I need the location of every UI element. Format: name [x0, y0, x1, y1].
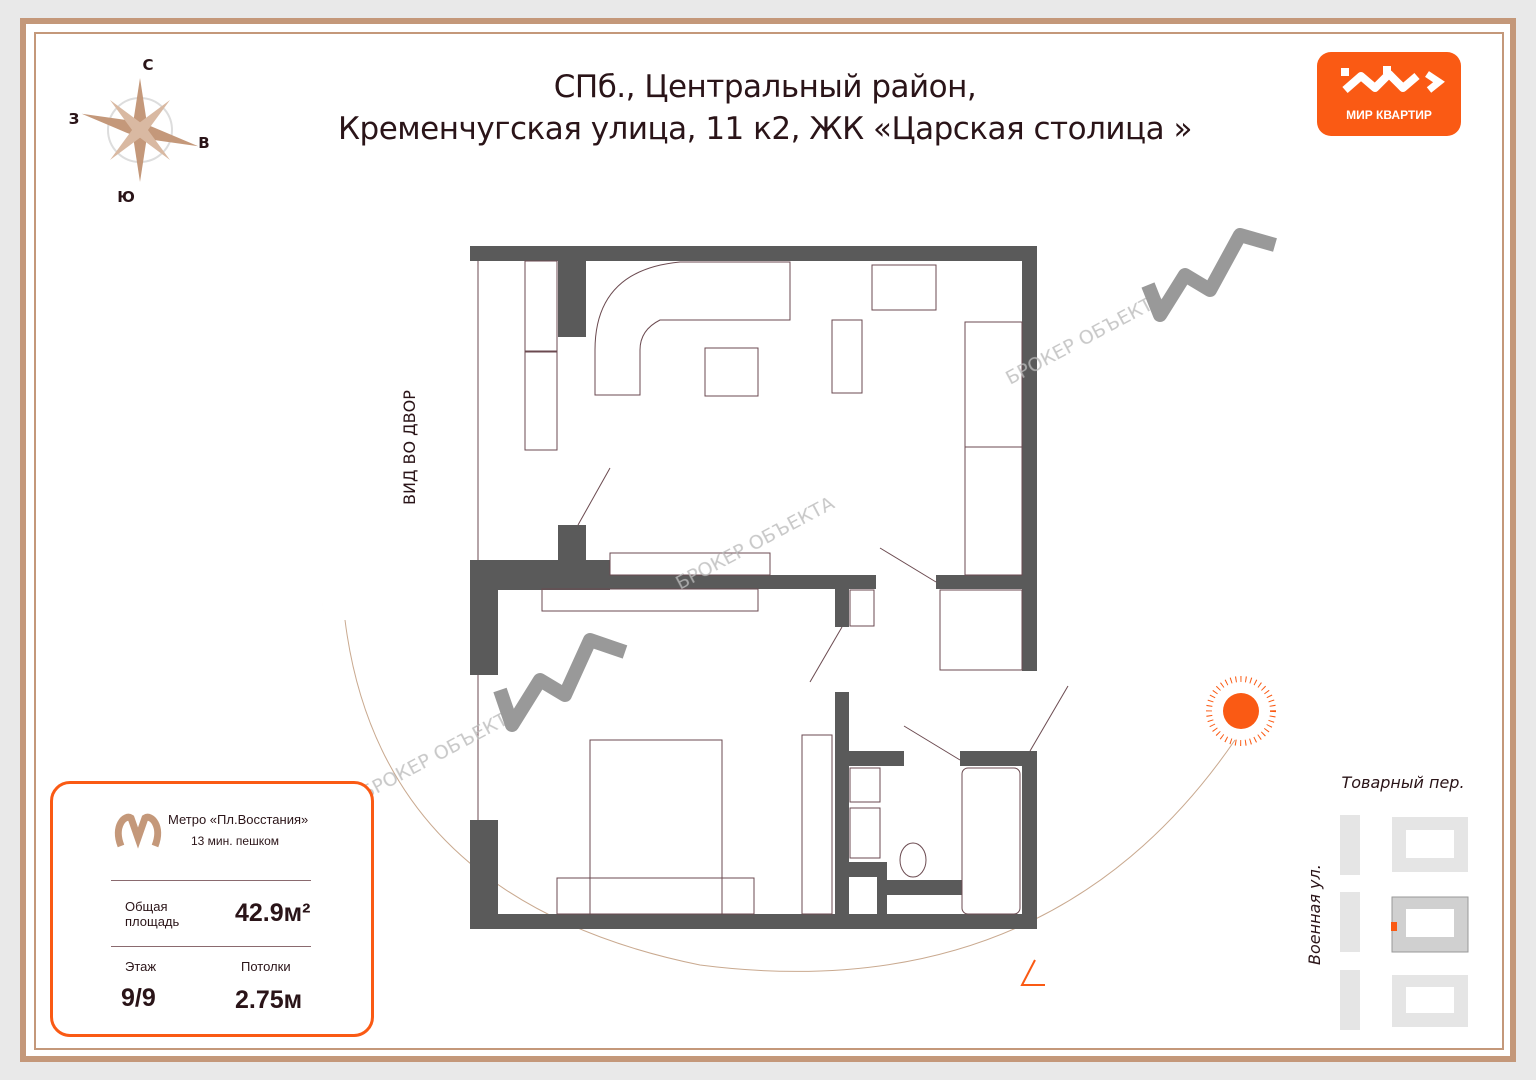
- furniture: [477, 260, 1069, 915]
- compass-north: С: [142, 56, 153, 74]
- logo-mark-icon: [1341, 66, 1445, 94]
- location-map: Товарный пер. Военная ул.: [1305, 773, 1469, 1030]
- divider: [111, 880, 311, 881]
- metro-walk-time: 13 мин. пешком: [191, 834, 280, 848]
- divider: [111, 946, 311, 947]
- metro-icon: [114, 813, 162, 849]
- building-marker: [1391, 922, 1397, 931]
- street-top-label: Товарный пер.: [1341, 773, 1464, 792]
- ceiling-label: Потолки: [241, 959, 291, 974]
- view-label: ВИД ВО ДВОР: [400, 390, 419, 505]
- compass-east: В: [198, 134, 209, 152]
- floor-label: Этаж: [125, 959, 157, 974]
- ceiling-value: 2.75м: [235, 986, 303, 1014]
- address-line-2: Кременчугская улица, 11 к2, ЖК «Царская …: [338, 111, 1192, 147]
- watermark: БРОКЕР ОБЪЕКТА БРОКЕР ОБЪЕКТА БРОКЕР ОБЪ…: [357, 287, 1168, 804]
- brand-logo: МИР КВАРТИР: [1317, 52, 1461, 136]
- sun-path-arc: [344, 619, 1236, 972]
- floor-value: 9/9: [121, 984, 156, 1012]
- watermark-logo-icon: [493, 633, 628, 732]
- compass-west: З: [69, 110, 80, 128]
- sun-icon: [1206, 676, 1276, 746]
- svg-text:БРОКЕР ОБЪЕКТА: БРОКЕР ОБЪЕКТА: [357, 702, 523, 804]
- page-title: СПб., Центральный район, Кременчугская у…: [330, 66, 1200, 150]
- compass-south: Ю: [117, 188, 135, 206]
- info-card: Метро «Пл.Восстания» 13 мин. пешком Обща…: [50, 781, 374, 1037]
- compass-rose-icon: С Ю З В: [69, 56, 210, 206]
- metro-name: Метро «Пл.Восстания»: [168, 812, 309, 827]
- walls: [470, 246, 1037, 929]
- moon-icon: [322, 571, 356, 635]
- watermark-logo-icon: [1141, 228, 1277, 322]
- street-side-label: Военная ул.: [1305, 864, 1324, 965]
- area-value: 42.9м²: [235, 899, 311, 927]
- address-line-1: СПб., Центральный район,: [553, 69, 977, 105]
- arrow-icon: [1020, 959, 1045, 986]
- logo-text: МИР КВАРТИР: [1346, 108, 1432, 122]
- inner-border: [34, 32, 1504, 1050]
